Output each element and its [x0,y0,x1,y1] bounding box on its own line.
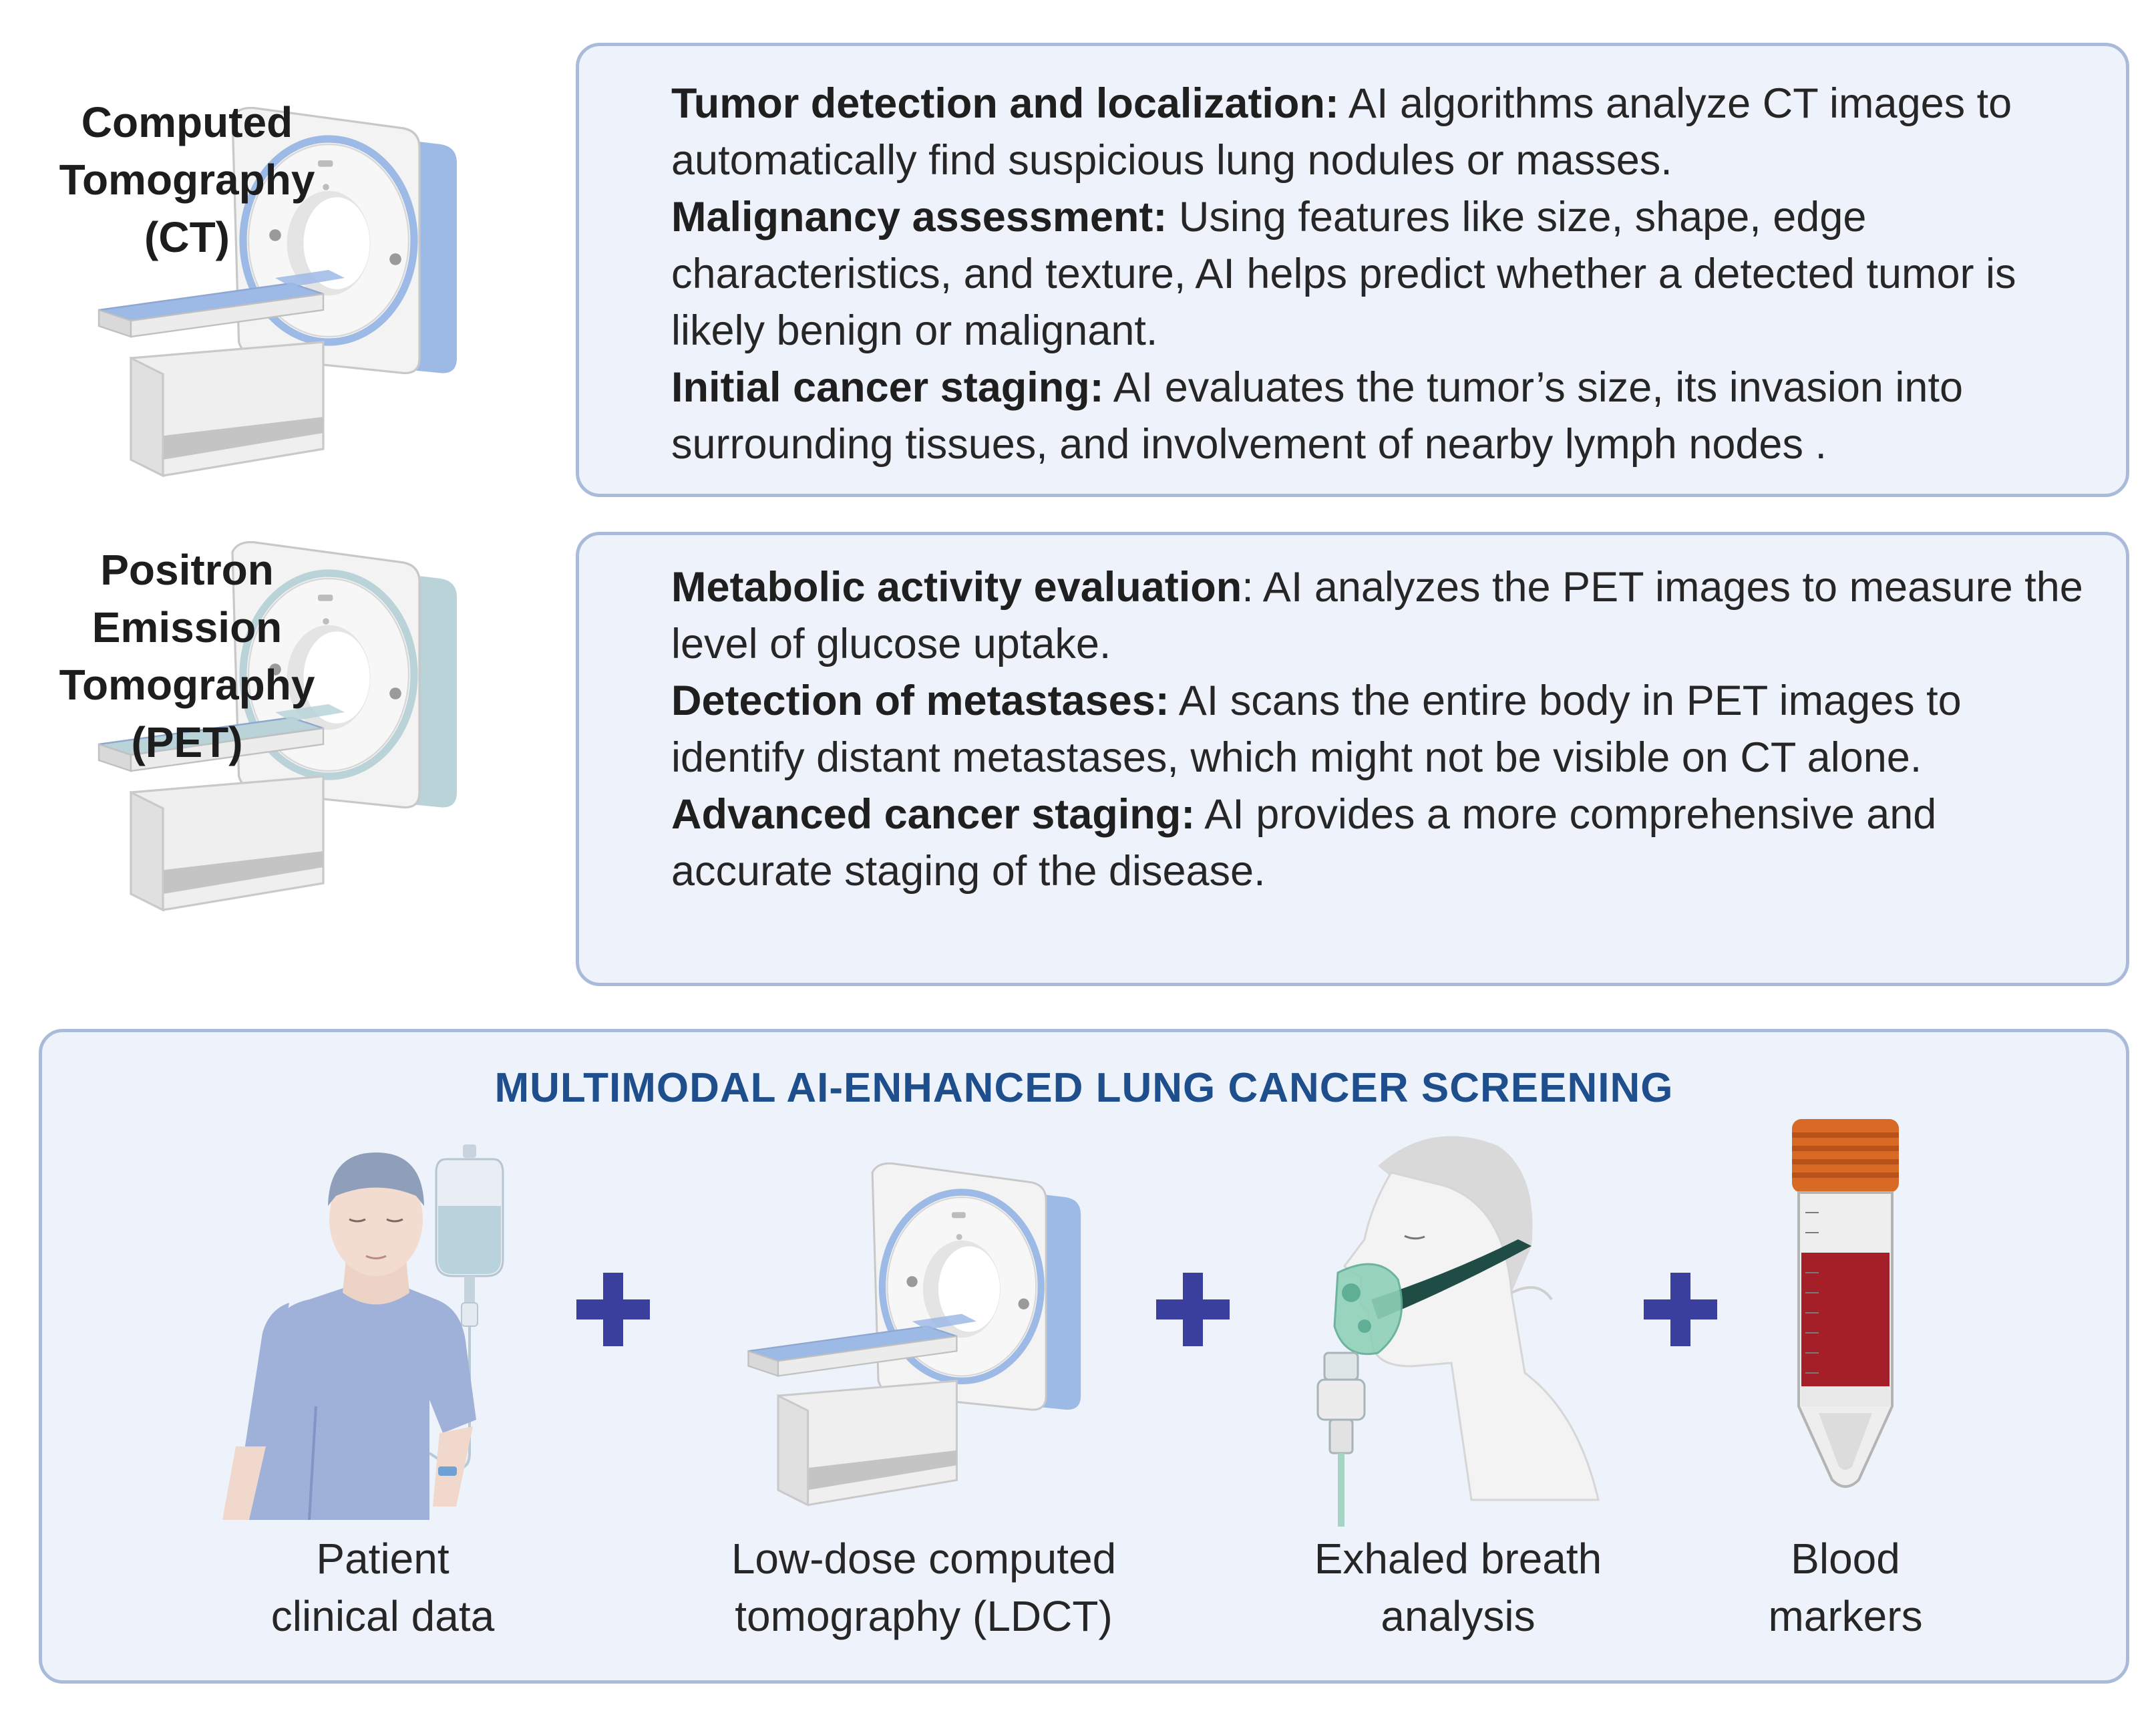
pet-item-term: Detection of metastases: [671,677,1170,724]
pet-info-panel: Metabolic activity evaluation: AI analyz… [576,532,2129,986]
blood-caption-line-1: Blood [1791,1535,1900,1583]
breath-mask-icon [1316,1136,1600,1527]
ct-label-line-2: Tomography [59,156,315,204]
blood-caption: Blood markers [1678,1530,2012,1645]
pet-item-text: AI scans the entire body in PET images t… [671,677,1962,781]
patient-caption-line-2: clinical data [271,1592,495,1640]
ct-item-term: Tumor detection and localization: [671,80,1339,127]
ct-label-line-3: (CT) [144,213,230,261]
blood-tube-icon [1792,1119,1899,1488]
patient-caption: Patient clinical data [182,1530,583,1645]
screening-panel: MULTIMODAL AI-ENHANCED LUNG CANCER SCREE… [39,1029,2129,1684]
breath-caption: Exhaled breath analysis [1258,1530,1658,1645]
ldct-caption: Low-dose computed tomography (LDCT) [690,1530,1157,1645]
ct-item-term: Malignancy assessment: [671,194,1167,241]
screening-title: MULTIMODAL AI-ENHANCED LUNG CANCER SCREE… [494,1065,1674,1111]
patient-icon [222,1144,504,1520]
ct-item-term: Initial cancer staging: [671,364,1104,411]
pet-item-text: AI provides a more comprehensive and acc… [671,791,1937,895]
pet-label-line-1: Positron [100,546,274,594]
breath-caption-line-2: analysis [1381,1592,1536,1640]
ldct-caption-line-2: tomography (LDCT) [735,1592,1113,1640]
pet-item-term: Metabolic activity evaluation [671,564,1242,611]
plus-icon [1644,1273,1717,1346]
patient-caption-line-1: Patient [316,1535,450,1583]
pet-label-line-2: Emission [92,603,283,651]
ct-item-staging: Initial cancer staging: AI evaluates the… [671,359,2099,473]
ct-info-panel: Tumor detection and localization: AI alg… [576,43,2129,497]
ct-scanner-icon [710,1162,1124,1510]
ct-item-text: AI evaluates the tumor’s size, its invas… [671,364,1964,468]
ct-label: Computed Tomography (CT) [40,94,334,266]
ct-label-line-1: Computed [81,98,293,146]
breath-caption-line-1: Exhaled breath [1314,1535,1602,1583]
plus-icon [576,1273,650,1346]
plus-icon [1156,1273,1230,1346]
pet-item-text: : AI analyzes the PET images to measure … [671,564,2083,667]
ct-item-text: Using features like size, shape, edge ch… [671,194,2016,354]
pet-item-advanced-staging: Advanced cancer staging: AI provides a m… [671,786,2099,900]
ct-item-tumor-detection: Tumor detection and localization: AI alg… [671,75,2099,189]
pet-item-metastases: Detection of metastases: AI scans the en… [671,673,2099,786]
ct-item-text: AI algorithms analyze CT images to autom… [671,80,2012,184]
pet-label-line-3: Tomography [59,661,315,709]
pet-label-line-4: (PET) [131,718,243,766]
pet-item-metabolic: Metabolic activity evaluation: AI analyz… [671,559,2099,673]
blood-caption-line-2: markers [1768,1592,1923,1640]
ldct-caption-line-1: Low-dose computed [731,1535,1117,1583]
pet-label: Positron Emission Tomography (PET) [40,541,334,771]
ct-item-malignancy: Malignancy assessment: Using features li… [671,189,2099,359]
pet-item-term: Advanced cancer staging: [671,791,1196,838]
